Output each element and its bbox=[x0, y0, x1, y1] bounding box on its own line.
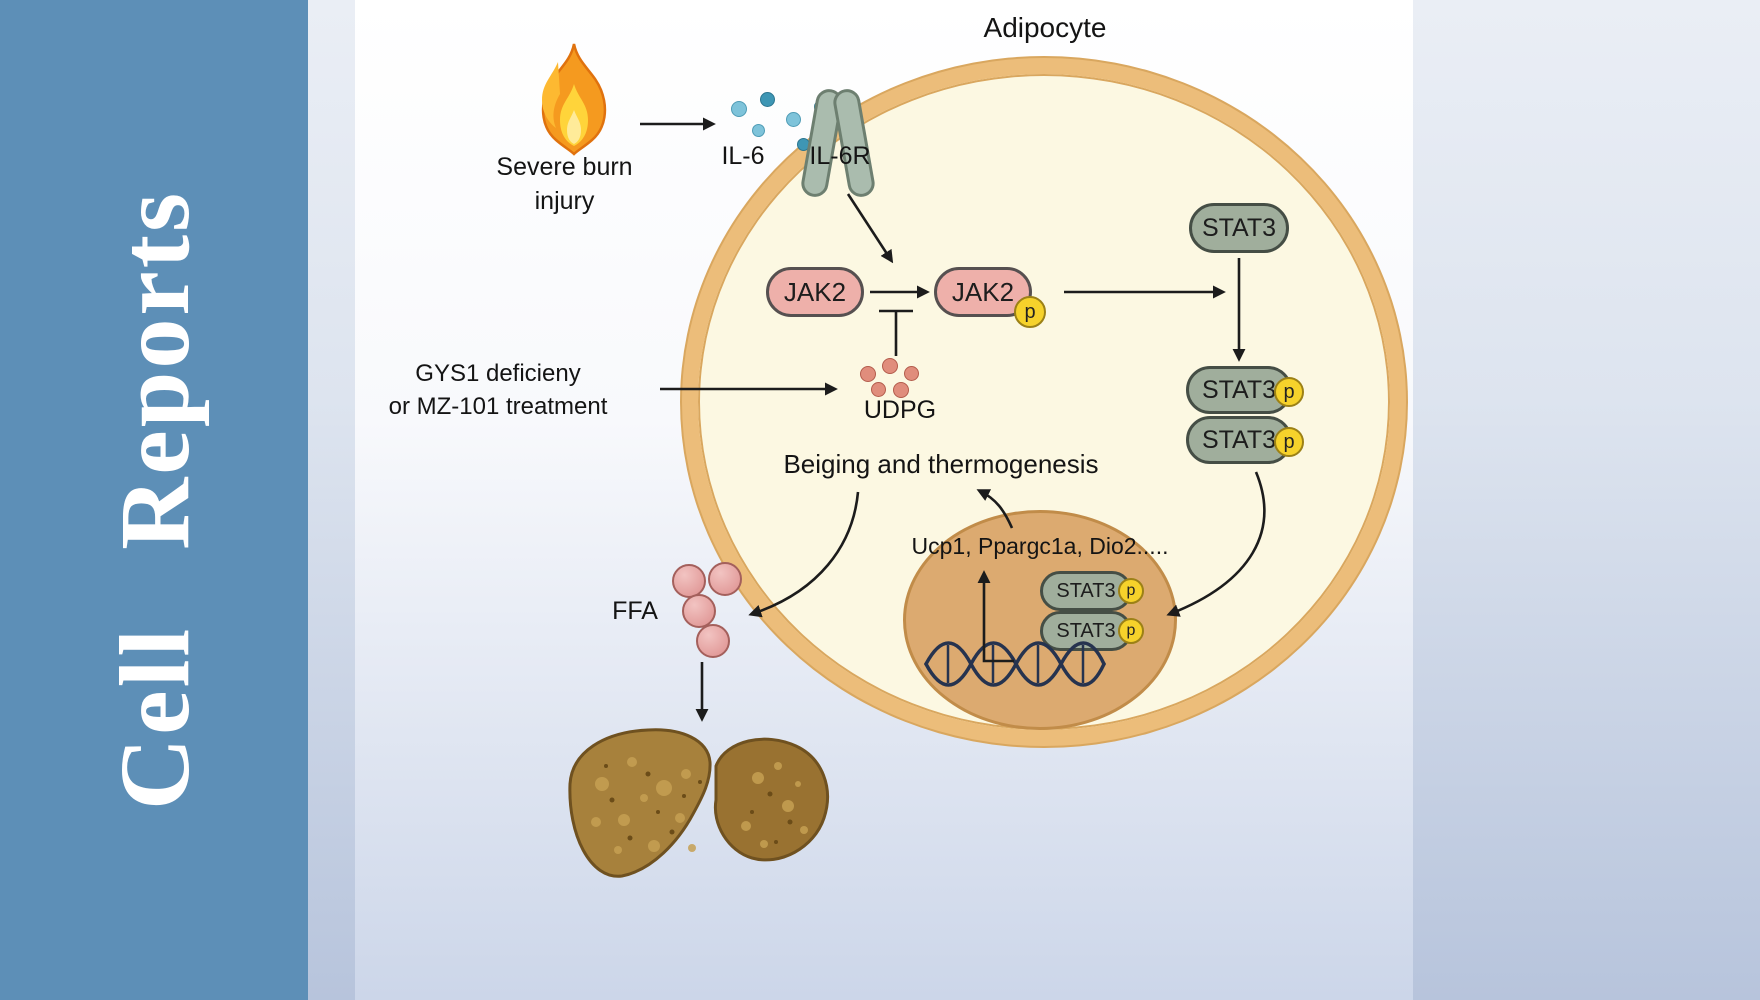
arrow-receptor-to-jak2 bbox=[846, 193, 894, 264]
jak2-label: JAK2 bbox=[783, 276, 847, 307]
il6-molecule-dot bbox=[760, 92, 775, 107]
arrow-dna-to-genes bbox=[977, 570, 1014, 663]
udpg-dot bbox=[893, 382, 909, 398]
lipid-label: FFA bbox=[612, 597, 658, 625]
jak2-node: JAK2 bbox=[766, 267, 864, 317]
dna-icon bbox=[924, 641, 1106, 687]
udpg-dot bbox=[871, 382, 886, 397]
phospho-badge: p bbox=[1118, 618, 1144, 644]
stimulus-line2: injury bbox=[534, 187, 595, 215]
phospho-badge: p bbox=[1118, 578, 1144, 604]
ffa-dot bbox=[682, 594, 716, 628]
jak2-label: JAK2 bbox=[951, 276, 1015, 307]
phospho-badge: p bbox=[1274, 377, 1304, 407]
arrow-outcome-to-ffa bbox=[748, 491, 860, 618]
il6-molecule-dot bbox=[752, 124, 765, 137]
stat3-label: STAT3 bbox=[1201, 213, 1277, 242]
stat3-dimer-bottom-node: STAT3 bbox=[1186, 416, 1292, 464]
stimulus-line1: Severe burn bbox=[496, 153, 633, 181]
stat3-label: STAT3 bbox=[1201, 375, 1277, 404]
il6-molecule-dot bbox=[786, 112, 801, 127]
liver-icon bbox=[568, 728, 829, 878]
receptor-label: IL-6R bbox=[809, 142, 871, 170]
ffa-dot bbox=[696, 624, 730, 658]
metabolite-label: UDPG bbox=[863, 396, 937, 424]
phospho-badge: p bbox=[1014, 296, 1046, 328]
udpg-dot bbox=[860, 366, 876, 382]
cell-title: Adipocyte bbox=[983, 12, 1107, 43]
outcome-label: Beiging and thermogenesis bbox=[783, 449, 1099, 479]
udpg-dot bbox=[882, 358, 898, 374]
target-genes-label: Ucp1, Ppargc1a, Dio2..... bbox=[911, 533, 1169, 559]
intervention-line2: or MZ-101 treatment bbox=[388, 393, 608, 420]
intervention-line1: GYS1 deficieny bbox=[415, 360, 581, 387]
stat3-node: STAT3 bbox=[1189, 203, 1289, 253]
nuclear-stat3-top-node: STAT3 bbox=[1040, 571, 1132, 611]
stimulus-label: Severe burn injury bbox=[452, 150, 677, 218]
arrow-dimer-to-nucleus bbox=[1166, 471, 1266, 617]
journal-sidebar: Cell Reports bbox=[0, 0, 308, 1000]
stat3-label: STAT3 bbox=[1201, 425, 1277, 454]
ffa-dot bbox=[708, 562, 742, 596]
fire-icon bbox=[541, 43, 607, 156]
il6-molecule-dot bbox=[731, 101, 747, 117]
intervention-label: GYS1 deficieny or MZ-101 treatment bbox=[368, 357, 628, 423]
stat3-label: STAT3 bbox=[1056, 579, 1116, 602]
stat3-label: STAT3 bbox=[1056, 619, 1116, 642]
ligand-label: IL-6 bbox=[721, 142, 765, 170]
il6-receptor-icon bbox=[801, 89, 875, 197]
udpg-dot bbox=[904, 366, 919, 381]
nuclear-stat3-bottom-node: STAT3 bbox=[1040, 611, 1132, 651]
arrow-nucleus-to-outcome bbox=[976, 489, 1014, 529]
phospho-badge: p bbox=[1274, 427, 1304, 457]
ffa-dot bbox=[672, 564, 706, 598]
